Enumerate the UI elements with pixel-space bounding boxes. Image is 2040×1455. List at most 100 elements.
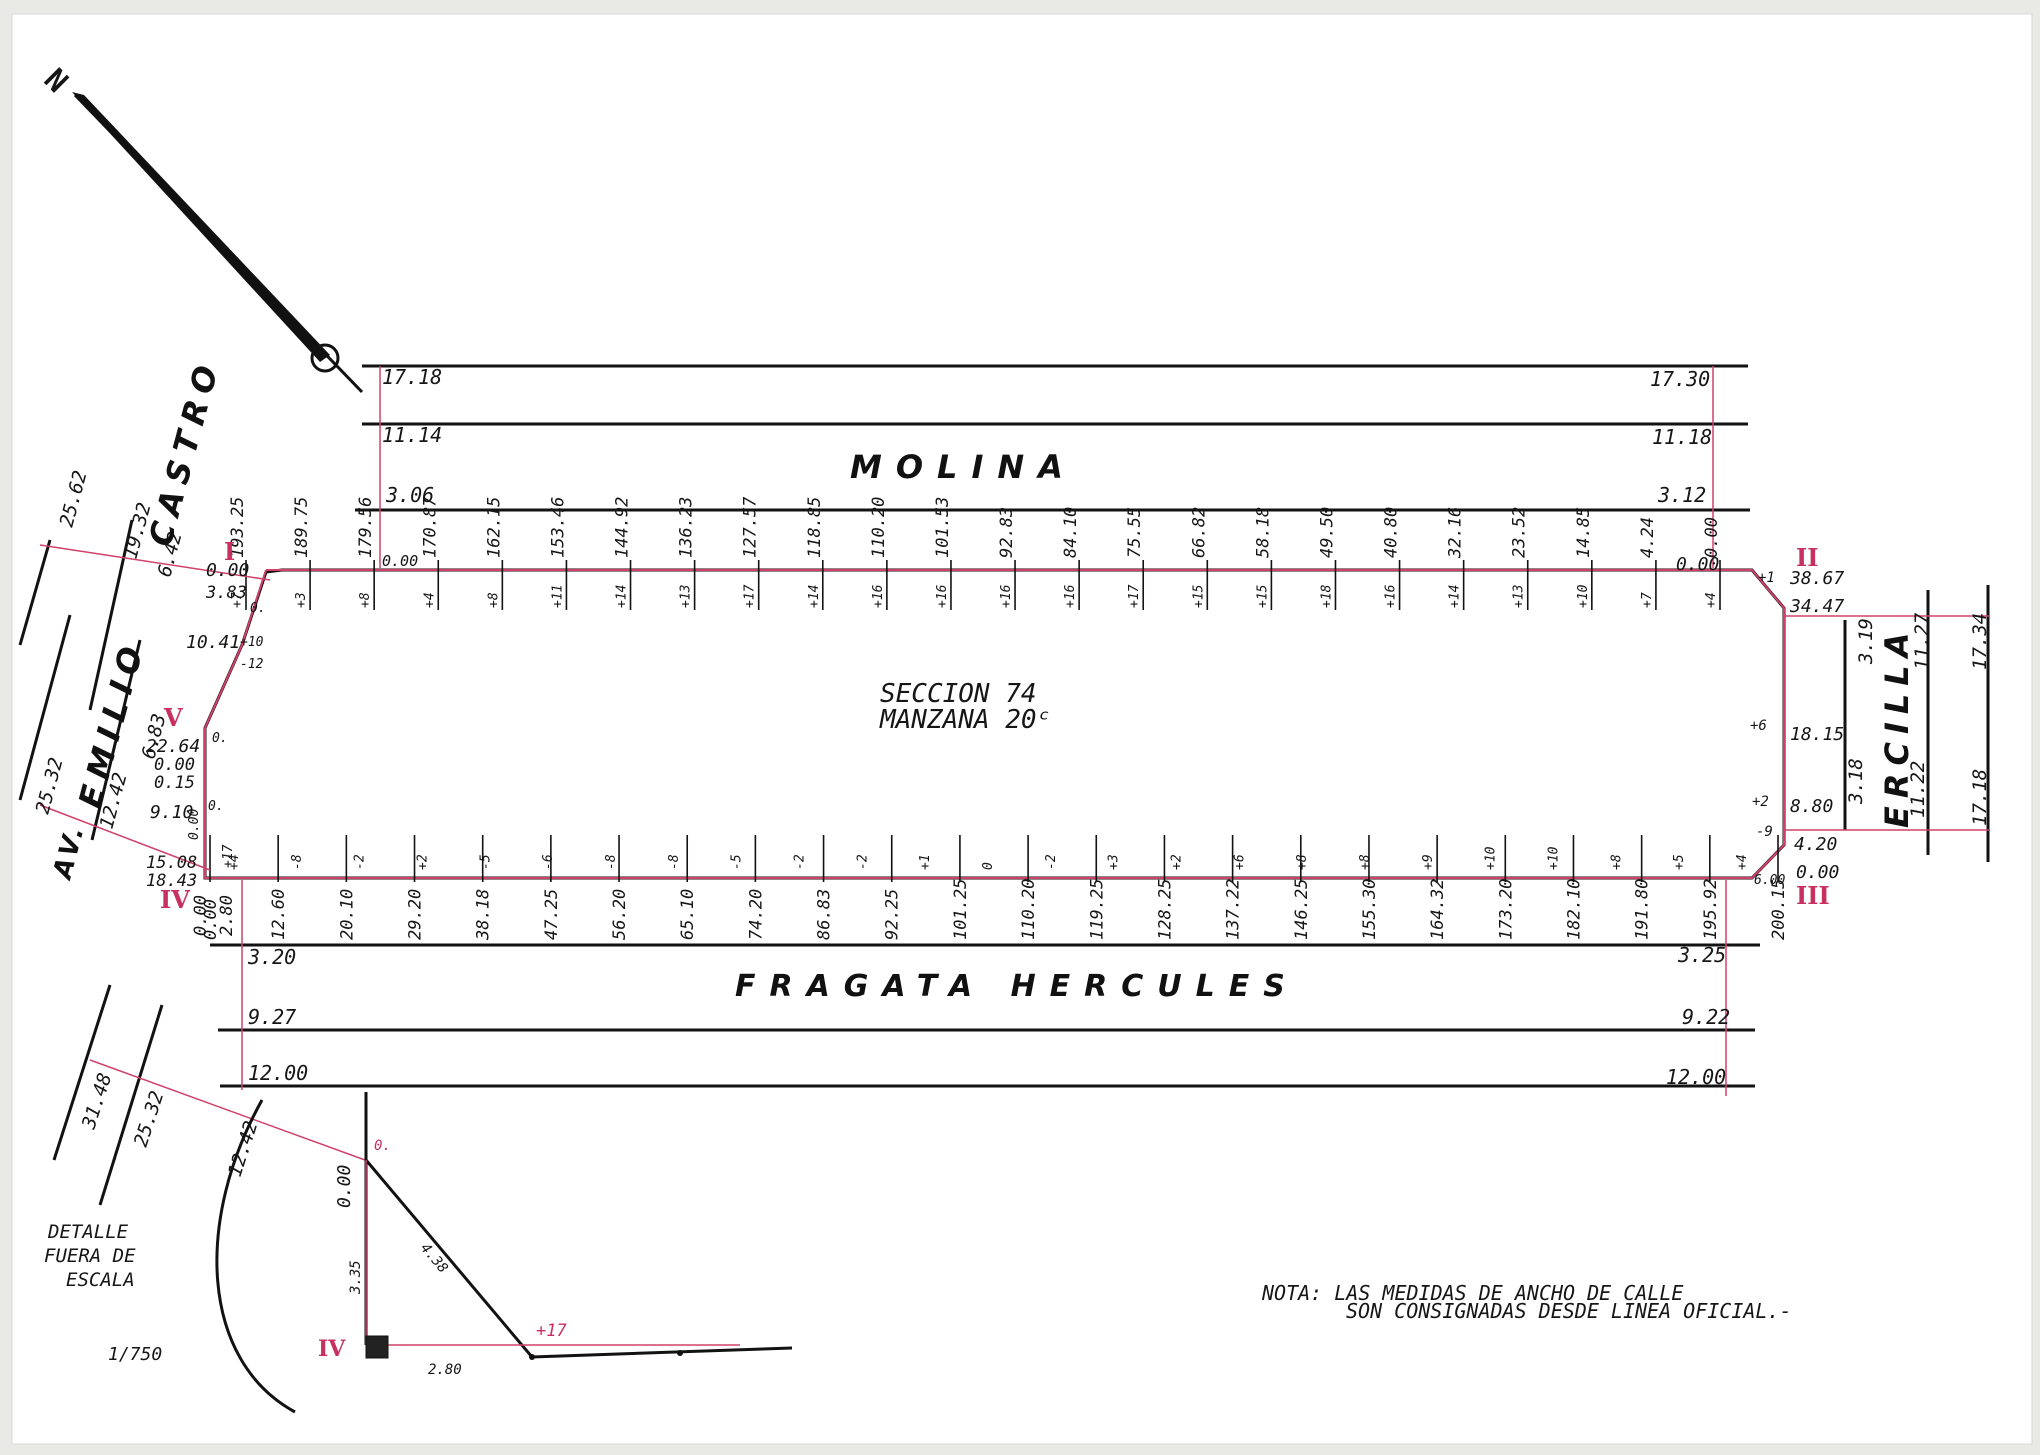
bottom-level-label: -8 xyxy=(290,854,305,870)
ercilla-width-1: 3.19 xyxy=(1855,618,1877,665)
top-level-label: +8 xyxy=(486,592,501,608)
bottom-chainage-label: 182.10 xyxy=(1564,879,1584,940)
top-level-label: +17 xyxy=(743,584,758,608)
molina-width-left-1: 17.18 xyxy=(382,365,442,389)
bottom-chainage-label: 137.22 xyxy=(1224,879,1244,940)
molina-width-left-3: 3.06 xyxy=(385,483,434,507)
detail-level-bottom: +17 xyxy=(536,1321,567,1341)
detail-diagram xyxy=(52,984,793,1414)
bottom-level-label: +2 xyxy=(1170,854,1185,870)
bottom-level-label: +4 xyxy=(227,854,242,870)
bottom-chainage-label: 146.25 xyxy=(1292,879,1312,940)
bottom-level-label: +9 xyxy=(1421,854,1436,870)
right-value: 8.80 xyxy=(1790,796,1833,817)
top-level-label: +8 xyxy=(358,592,373,608)
bottom-chainage-label: 110.20 xyxy=(1019,879,1039,940)
detail-caption-3: ESCALA xyxy=(66,1269,135,1291)
detail-dim-4: 0.00 xyxy=(334,1165,355,1208)
bottom-chainage-label: 47.25 xyxy=(542,889,562,940)
vertex-i: I xyxy=(224,537,235,566)
top-chainage-label: 153.46 xyxy=(548,497,568,558)
left-value: 9.10 xyxy=(150,802,193,823)
right-level: +1 xyxy=(1758,570,1775,586)
bottom-level-label: +8 xyxy=(1609,854,1624,870)
top-chainage-label: 162.15 xyxy=(484,497,504,558)
bottom-chainage-label: 56.20 xyxy=(610,889,630,940)
bottom-chainage-label: 128.25 xyxy=(1155,879,1175,940)
bottom-chainage-label: 101.25 xyxy=(951,879,971,940)
block-red-outline xyxy=(204,569,1785,879)
top-level-label: +7 xyxy=(230,592,245,608)
top-chainage-label: 75.55 xyxy=(1125,507,1145,558)
top-chainage-label: 92.83 xyxy=(997,507,1017,558)
top-level-label: +10 xyxy=(1576,584,1591,608)
top-chainage-label: 101.53 xyxy=(933,497,953,558)
ercilla-width-6: 17.18 xyxy=(1969,769,1991,826)
vertex-v: V xyxy=(163,703,183,732)
street-fragata-hercules: FRAGATA HERCULES xyxy=(735,969,1299,1004)
left-value: 0.00 xyxy=(191,895,211,936)
bottom-level-label: +6 xyxy=(1232,854,1247,870)
top-level-label: +4 xyxy=(1704,592,1719,608)
left-value: 0.00 xyxy=(206,560,249,581)
bottom-level-label: -8 xyxy=(604,854,619,870)
bottom-chainage-label: 155.30 xyxy=(1360,879,1380,940)
top-chainage-label: 118.85 xyxy=(805,497,825,558)
bottom-chainage-label: 92.25 xyxy=(883,889,903,940)
right-value: 4.20 xyxy=(1794,834,1837,855)
emilio-castro-street-lines xyxy=(18,519,271,871)
detail-level-top: 0. xyxy=(374,1138,391,1154)
top-chainage-label: 4.24 xyxy=(1638,517,1658,558)
detail-dim-7: 2.80 xyxy=(428,1362,462,1378)
bottom-level-label: +3 xyxy=(1107,854,1122,870)
molina-width-right-1: 17.30 xyxy=(1650,367,1710,391)
right-level: +6 xyxy=(1750,718,1767,734)
top-level-label: +15 xyxy=(1191,584,1206,608)
top-chainage-label: 84.10 xyxy=(1061,507,1081,558)
ercilla-width-3: 17.34 xyxy=(1969,613,1991,670)
note-line-1: NOTA: LAS MEDIDAS DE ANCHO DE CALLE xyxy=(1261,1281,1683,1305)
top-level-label: +7 xyxy=(1640,592,1655,608)
top-level-label: +18 xyxy=(1319,584,1334,608)
top-level-label: +14 xyxy=(615,585,630,608)
top-chainage-label: 144.92 xyxy=(613,497,633,558)
right-value: 34.47 xyxy=(1789,596,1844,617)
bottom-level-label: +8 xyxy=(1295,854,1310,870)
vertex-ii: II xyxy=(1796,543,1818,572)
top-chainage-label: 0.00 xyxy=(1702,517,1722,558)
bottom-level-label: -5 xyxy=(730,854,745,870)
top-level-label: +17 xyxy=(1127,584,1142,608)
left-level: 0. xyxy=(212,731,228,746)
note-line-2: SON CONSIGNADAS DESDE LINEA OFICIAL.- xyxy=(1346,1299,1792,1323)
detail-caption-1: DETALLE xyxy=(47,1221,129,1243)
seccion-label: SECCION 74 xyxy=(880,679,1037,709)
bottom-level-label: +2 xyxy=(416,854,431,870)
street-molina: MOLINA xyxy=(850,448,1077,486)
bottom-level-label: 0 xyxy=(981,862,996,870)
left-level: -12 xyxy=(240,657,264,672)
molina-street-lines xyxy=(355,364,1750,568)
left-level: 0.00 xyxy=(187,809,202,840)
detail-caption-2: FUERA DE xyxy=(44,1245,136,1267)
top-level-label: +16 xyxy=(1384,584,1399,608)
left-value: 10.41 xyxy=(186,632,240,653)
fragata-width-left-2: 9.27 xyxy=(248,1005,296,1029)
left-value: 18.43 xyxy=(146,871,197,891)
top-chainage-label: 189.75 xyxy=(292,497,312,558)
bottom-chainage-label: 12.60 xyxy=(269,889,289,940)
bottom-chainage-label: 74.20 xyxy=(746,889,766,940)
right-level: 6.00 xyxy=(1754,873,1785,888)
street-ercilla: ERCILLA xyxy=(1878,625,1916,828)
bottom-chainage-label: 119.25 xyxy=(1087,879,1107,940)
bottom-chainage-label: 164.32 xyxy=(1428,879,1448,940)
top-chainage-label: 40.80 xyxy=(1382,507,1402,558)
top-level-label: +13 xyxy=(679,585,694,608)
top-chainage: 193.25+7189.75+3179.56+8170.87+4162.15+8… xyxy=(228,496,1722,610)
top-level-label: +16 xyxy=(1063,584,1078,608)
vertex-iii: III xyxy=(1796,881,1830,910)
fragata-width-right-1: 3.25 xyxy=(1677,943,1726,967)
top-level-label: +13 xyxy=(1512,585,1527,608)
left-value: 15.08 xyxy=(146,853,197,873)
